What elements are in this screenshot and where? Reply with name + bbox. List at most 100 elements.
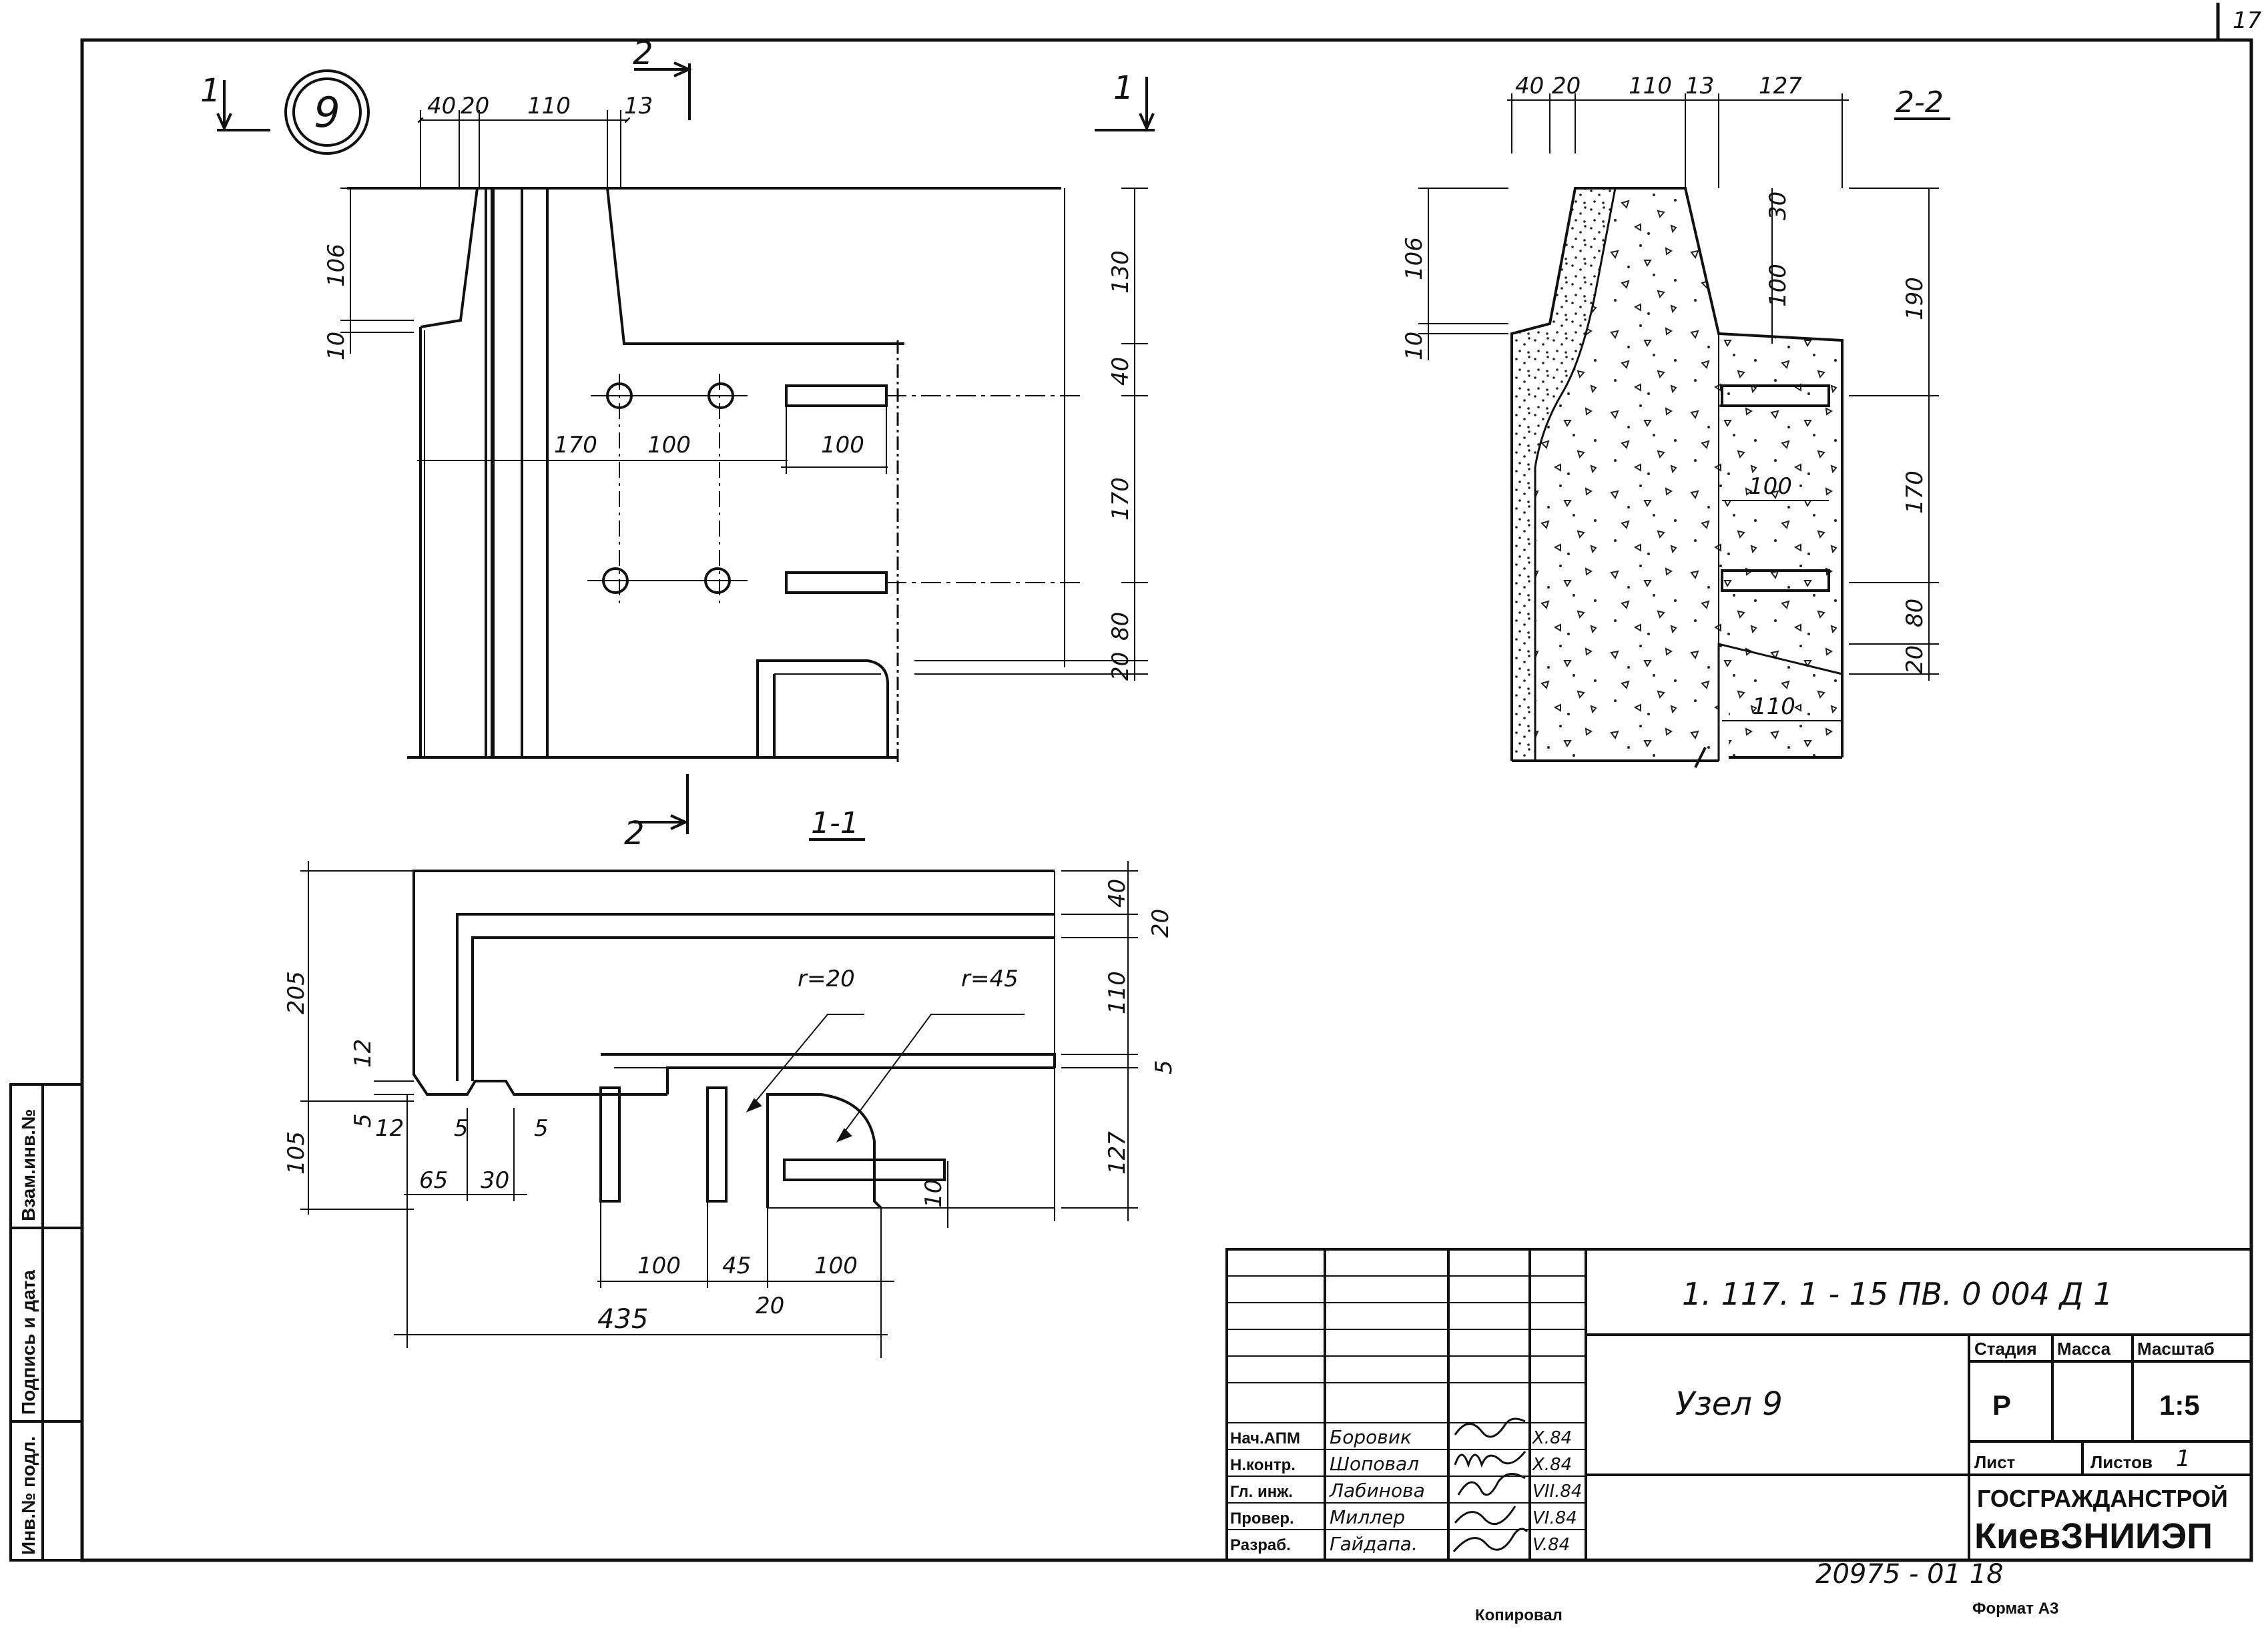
sheet-label: Лист xyxy=(1974,1452,2016,1472)
section-mark-1-left-label: 1 xyxy=(200,72,221,109)
section-2-2: 2-2 xyxy=(1401,73,1950,768)
sec11-dim-right-10: 10 xyxy=(920,1179,947,1208)
sheets-label: Листов xyxy=(2090,1452,2153,1472)
sec11-dim-right-127: 127 xyxy=(1104,1131,1131,1175)
sheet-frame: 17 xyxy=(80,3,2262,1562)
date-chief-engineer: VII.84 xyxy=(1532,1482,1582,1502)
sec11-dim-right-20: 20 xyxy=(1147,909,1174,938)
signatures xyxy=(1452,1417,1528,1552)
date-head-apm: X.84 xyxy=(1531,1428,1572,1448)
sec22-dim-right-20: 20 xyxy=(1902,645,1928,674)
scale-label: Масштаб xyxy=(2137,1339,2215,1359)
plan-dimension-labels: 40 20 110 13 106 10 130 40 170 80 20 170… xyxy=(323,93,1134,681)
side-stamp-replace: Взам.инв.№ xyxy=(18,1109,39,1221)
doc-code: 1. 117. 1 - 15 ПВ. 0 004 Д 1 xyxy=(1682,1276,2112,1312)
plan-dim-left-10: 10 xyxy=(323,332,350,360)
plan-dim-left-106: 106 xyxy=(323,244,350,287)
section-mark-2-bottom-label: 2 xyxy=(624,815,645,852)
sec22-dim-left-10: 10 xyxy=(1401,332,1428,360)
sec22-dim-inner-110: 110 xyxy=(1752,693,1795,720)
section-mark-1-left: 1 xyxy=(200,72,270,131)
sec11-dim-bottom-100a: 100 xyxy=(637,1253,681,1279)
section-2-2-title: 2-2 xyxy=(1896,85,1944,119)
sec22-dim-top-110: 110 xyxy=(1629,73,1672,99)
section-mark-2-bottom: 2 xyxy=(624,774,689,852)
plan-dim-middle-170: 170 xyxy=(554,432,597,458)
date-norm-control: X.84 xyxy=(1531,1455,1572,1475)
sec11-radius-20: r=20 xyxy=(798,966,855,992)
sec22-dim-right-80: 80 xyxy=(1902,599,1928,627)
role-head-apm: Нач.АПМ xyxy=(1230,1429,1300,1447)
node-number: 9 xyxy=(314,88,340,137)
name-norm-control: Шоповал xyxy=(1330,1453,1419,1475)
plan-dim-top-20: 20 xyxy=(461,93,489,119)
title-block: 1. 117. 1 - 15 ПВ. 0 004 Д 1 Узел 9 Стад… xyxy=(1225,1248,2253,1562)
plan-dimensions xyxy=(340,110,1148,681)
sec22-dim-inner-30: 30 xyxy=(1765,192,1791,220)
sec11-dim-right-40: 40 xyxy=(1104,879,1131,908)
stage-value: Р xyxy=(1992,1389,2011,1421)
plan-dim-middle-100-a: 100 xyxy=(647,432,691,458)
sec11-dim-bottom-20: 20 xyxy=(756,1293,784,1319)
plan-dim-right-20: 20 xyxy=(1107,652,1134,681)
org-name-1: ГОСГРАЖДАНСТРОЙ xyxy=(1977,1484,2228,1512)
section-mark-2-top-label: 2 xyxy=(633,35,653,72)
sec22-dim-left-106: 106 xyxy=(1401,237,1428,280)
sec22-dim-top-127: 127 xyxy=(1759,73,1802,99)
archive-number: 20975 - 01 18 xyxy=(1815,1559,2004,1590)
plan-dim-top-13: 13 xyxy=(624,93,653,119)
date-developer: V.84 xyxy=(1532,1535,1570,1555)
sec11-dim-right-5: 5 xyxy=(1151,1060,1177,1074)
role-norm-control: Н.контр. xyxy=(1230,1456,1296,1474)
sec22-dim-right-170: 170 xyxy=(1902,470,1928,514)
sec11-dim-left-5: 5 xyxy=(350,1113,376,1128)
plan-dim-middle-100-b: 100 xyxy=(821,432,864,458)
sec11-dim-left-12: 12 xyxy=(350,1039,376,1068)
org-name-2: КиевЗНИИЭП xyxy=(1974,1516,2213,1556)
mass-label: Масса xyxy=(2057,1339,2111,1359)
name-developer: Гайдапа. xyxy=(1330,1533,1418,1555)
sec11-dim-bottom-5b: 5 xyxy=(534,1115,549,1142)
sec11-dim-right-110: 110 xyxy=(1104,971,1131,1014)
sec22-dim-top-40: 40 xyxy=(1515,73,1544,99)
plan-dim-right-170: 170 xyxy=(1107,477,1134,521)
section-1-1-title: 1-1 xyxy=(811,806,859,840)
role-chief-engineer: Гл. инж. xyxy=(1230,1483,1293,1501)
name-checker: Миллер xyxy=(1330,1506,1405,1528)
section-mark-1-right: 1 xyxy=(1095,69,1155,131)
sheets-value: 1 xyxy=(2176,1445,2191,1472)
side-stamp-signature: Подпись и дата xyxy=(18,1270,39,1415)
sec22-dim-inner-100-h: 100 xyxy=(1749,473,1792,500)
sec11-dim-left-105: 105 xyxy=(283,1131,310,1175)
sec22-dim-right-190: 190 xyxy=(1902,277,1928,320)
role-developer: Разраб. xyxy=(1230,1536,1291,1554)
date-checker: VI.84 xyxy=(1532,1508,1577,1528)
sec11-dim-bottom-5a: 5 xyxy=(454,1115,469,1142)
side-stamp: Взам.инв.№ Подпись и дата Инв.№ подл. xyxy=(9,1083,83,1562)
copied-by-label: Копировал xyxy=(1475,1606,1563,1624)
sec11-dim-bottom-12: 12 xyxy=(375,1115,404,1142)
plan-view xyxy=(347,187,1128,764)
plan-dim-right-40: 40 xyxy=(1107,357,1134,386)
name-chief-engineer: Лабинова xyxy=(1329,1480,1425,1502)
sec22-dim-top-20: 20 xyxy=(1552,73,1581,99)
drawing-title: Узел 9 xyxy=(1675,1385,1783,1423)
plan-dim-top-110: 110 xyxy=(527,93,571,119)
sec11-dim-bottom-45: 45 xyxy=(722,1253,751,1279)
stage-label: Стадия xyxy=(1974,1339,2037,1359)
node-marker: 9 xyxy=(284,69,370,155)
section-mark-1-right-label: 1 xyxy=(1113,69,1134,107)
side-stamp-inventory: Инв.№ подл. xyxy=(18,1436,39,1555)
plan-dim-top-40: 40 xyxy=(427,93,456,119)
format-label: Формат А3 xyxy=(1972,1600,2058,1618)
sec11-dim-bottom-100b: 100 xyxy=(814,1253,858,1279)
section-1-1: 1-1 xyxy=(283,806,1177,1358)
sec11-dim-bottom-65: 65 xyxy=(419,1167,448,1194)
sec11-radius-45: r=45 xyxy=(961,966,1019,992)
sec11-dim-left-205: 205 xyxy=(283,971,310,1014)
plan-dim-right-130: 130 xyxy=(1107,250,1134,294)
plan-dim-right-80: 80 xyxy=(1107,612,1134,641)
sec22-dim-top-13: 13 xyxy=(1685,73,1714,99)
role-checker: Провер. xyxy=(1230,1510,1294,1528)
